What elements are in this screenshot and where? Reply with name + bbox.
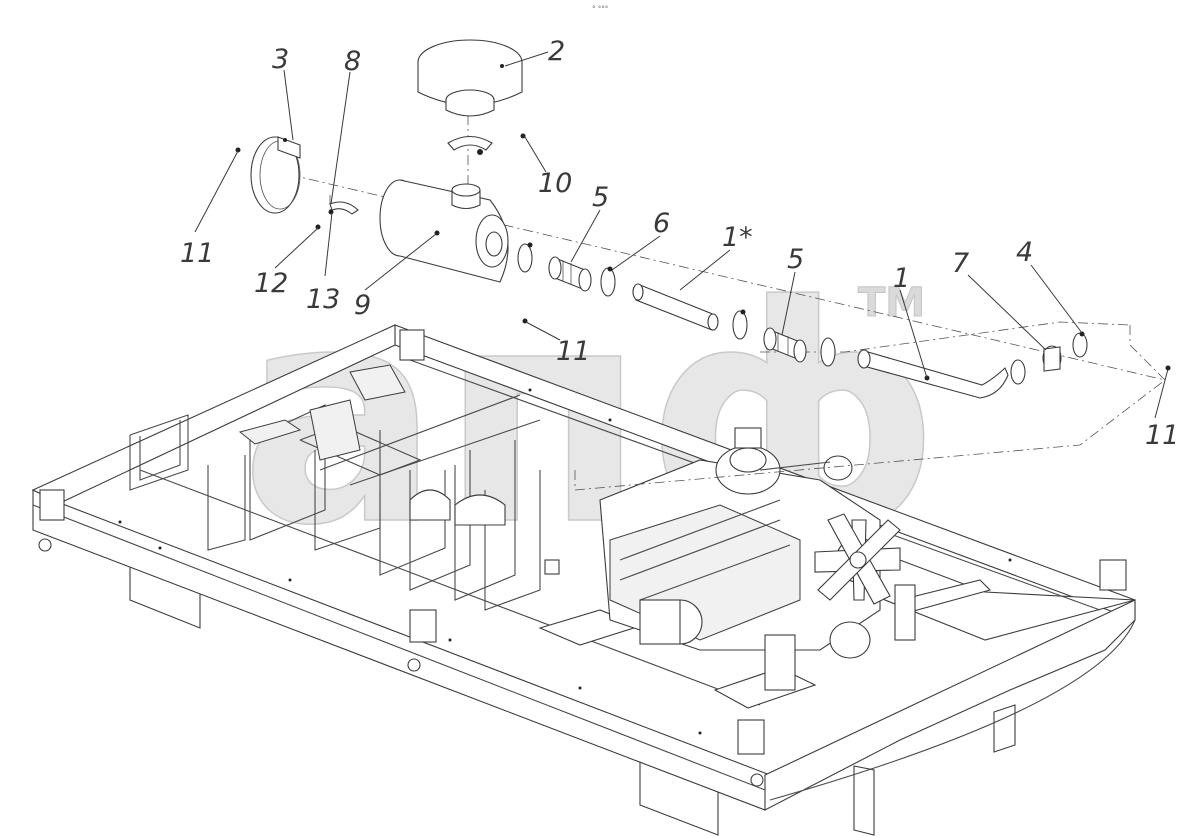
part-9-air-cleaner bbox=[379, 179, 509, 283]
callout-11a: 11 bbox=[180, 238, 214, 269]
part-2-filter-cap bbox=[417, 39, 523, 117]
callout-11c: 11 bbox=[1145, 420, 1179, 451]
part-3-strap-clamp bbox=[250, 136, 301, 214]
header-mark: ° °°° bbox=[592, 5, 608, 13]
leader-lines bbox=[194, 51, 1169, 419]
part-5-coupling-b bbox=[732, 309, 836, 367]
callout-5b: 5 bbox=[787, 244, 804, 275]
cap-clamp bbox=[447, 135, 493, 155]
callout-12: 12 bbox=[254, 268, 288, 299]
callout-13: 13 bbox=[306, 284, 340, 315]
callout-1star: 1* bbox=[722, 222, 753, 253]
callout-5a: 5 bbox=[592, 182, 609, 213]
callout-7: 7 bbox=[952, 248, 969, 279]
part-8-bracket bbox=[315, 201, 359, 230]
callout-11b: 11 bbox=[556, 336, 590, 367]
engine-fan bbox=[814, 513, 901, 605]
part-1-bent-pipe bbox=[857, 349, 1009, 399]
callout-labels: 3 8 2 10 5 6 1* 5 1 7 4 11 12 13 9 11 11 bbox=[180, 36, 1179, 451]
rail-rivets bbox=[118, 388, 1012, 735]
frame-front-end bbox=[764, 599, 1136, 811]
part-5-coupling-a bbox=[517, 242, 592, 292]
part-7-4-fittings bbox=[1010, 331, 1088, 385]
callout-4: 4 bbox=[1016, 237, 1033, 268]
watermark-trademark: TM bbox=[858, 280, 925, 326]
part-6-clamp bbox=[600, 266, 616, 297]
engine bbox=[599, 427, 916, 691]
callout-6: 6 bbox=[653, 208, 670, 239]
part-1star-pipe bbox=[632, 283, 719, 331]
callout-1: 1 bbox=[893, 263, 910, 294]
lifting-points bbox=[38, 329, 1127, 787]
equipment-rack bbox=[129, 364, 541, 611]
loose-bolts bbox=[235, 133, 1171, 371]
callout-8: 8 bbox=[344, 46, 361, 77]
callout-9: 9 bbox=[354, 290, 371, 321]
callout-10: 10 bbox=[538, 168, 572, 199]
callout-2: 2 bbox=[548, 36, 565, 67]
callout-3: 3 bbox=[272, 44, 289, 75]
